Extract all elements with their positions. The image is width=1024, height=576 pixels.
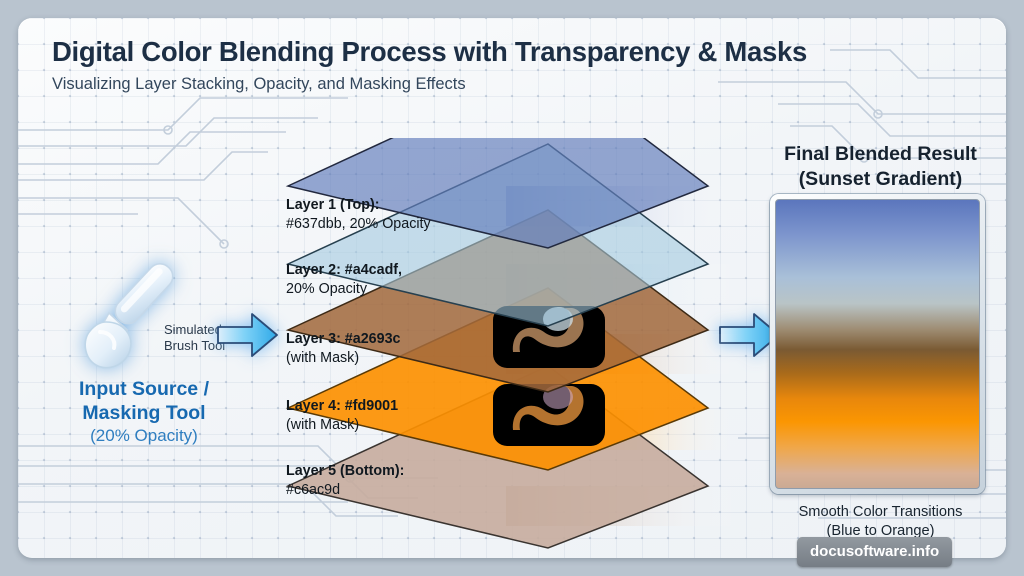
layer-mask-4 bbox=[493, 384, 605, 446]
page-title: Digital Color Blending Process with Tran… bbox=[52, 36, 807, 67]
layer-label-3: Layer 3: #a2693c (with Mask) bbox=[286, 330, 526, 368]
result-caption-line2: (Blue to Orange) bbox=[826, 523, 935, 540]
layer-4-line1: Layer 4: #fd9001 bbox=[286, 398, 399, 414]
input-source-label: Input Source / Masking Tool (20% Opacity… bbox=[34, 378, 254, 446]
result-gradient-swatch bbox=[775, 199, 980, 489]
layer-1-line2: #637dbb, 20% Opacity bbox=[286, 216, 431, 233]
result-gradient-frame bbox=[770, 194, 985, 494]
layer-label-2: Layer 2: #a4cadf, 20% Opacity bbox=[286, 261, 526, 299]
result-caption: Smooth Color Transitions (Blue to Orange… bbox=[753, 503, 1006, 542]
layer-3-line1: Layer 3: #a2693c bbox=[286, 331, 401, 347]
infographic-card: Digital Color Blending Process with Tran… bbox=[18, 18, 1006, 558]
result-caption-line1: Smooth Color Transitions bbox=[798, 504, 963, 520]
layer-label-1: Layer 1 (Top): #637dbb, 20% Opacity bbox=[286, 196, 526, 234]
layer-1-line1: Layer 1 (Top): bbox=[286, 197, 380, 213]
layer-5-line1: Layer 5 (Bottom): bbox=[286, 463, 405, 479]
header-block: Digital Color Blending Process with Tran… bbox=[52, 36, 807, 94]
paintbrush-icon bbox=[84, 263, 174, 369]
layer-4-line2: (with Mask) bbox=[286, 417, 360, 434]
layer-5-line2: #c6ac9d bbox=[286, 482, 341, 499]
layer-label-5: Layer 5 (Bottom): #c6ac9d bbox=[286, 462, 526, 500]
result-heading: Final Blended Result (Sunset Gradient) bbox=[753, 142, 1006, 192]
layer-label-4: Layer 4: #fd9001 (with Mask) bbox=[286, 397, 526, 435]
brush-tool-caption: Simulated Brush Tool bbox=[164, 322, 225, 355]
brush-caption-line1: Simulated bbox=[164, 322, 222, 337]
layer-stack-diagram bbox=[285, 138, 738, 549]
layer-2-line1: Layer 2: #a4cadf, bbox=[286, 262, 403, 278]
page-subtitle: Visualizing Layer Stacking, Opacity, and… bbox=[52, 75, 466, 93]
input-label-line1: Input Source / bbox=[78, 378, 209, 400]
flow-arrow-left-icon bbox=[217, 313, 278, 357]
layer-plane-1 bbox=[285, 138, 710, 249]
result-heading-line1: Final Blended Result bbox=[784, 143, 977, 165]
watermark-badge: docusoftware.info bbox=[797, 537, 953, 567]
layer-3-line2: (with Mask) bbox=[286, 350, 360, 367]
brush-caption-line2: Brush Tool bbox=[164, 338, 226, 354]
input-source-block: Simulated Brush Tool bbox=[60, 246, 260, 386]
result-heading-line2: (Sunset Gradient) bbox=[798, 167, 963, 190]
input-label-line2: Masking Tool bbox=[82, 401, 206, 424]
input-label-line3: (20% Opacity) bbox=[90, 425, 198, 445]
layer-2-line2: 20% Opacity bbox=[286, 281, 368, 298]
